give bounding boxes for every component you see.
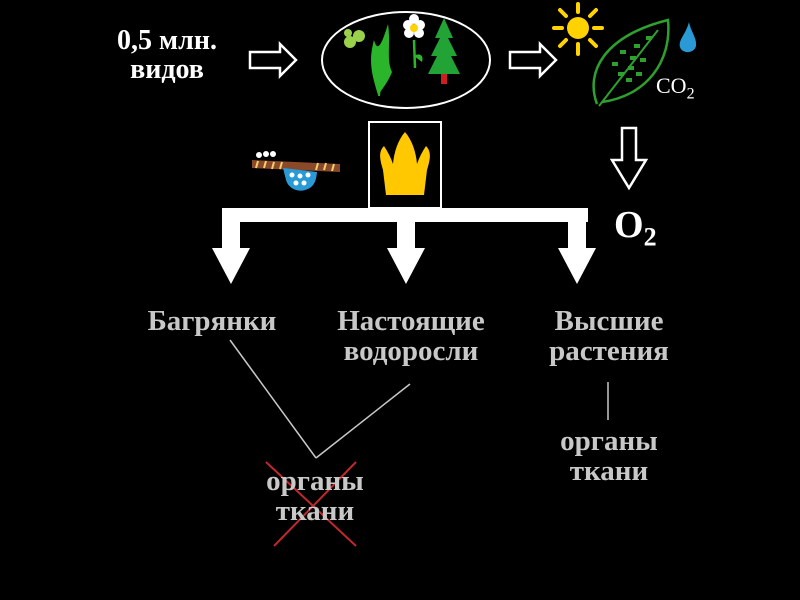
o2-label: O2 (614, 204, 657, 252)
organs-higher-label: органы ткани (534, 426, 684, 487)
arrow-right-1 (248, 40, 298, 80)
group-true-algae-line1: Настоящие (337, 305, 485, 337)
leaf-icon (592, 18, 670, 107)
arrow-right-2 (508, 40, 558, 80)
organs-crossed-line2: ткани (275, 495, 355, 528)
group-true-algae: Настоящие водоросли (316, 306, 506, 367)
group-red-algae-label: Багрянки (147, 305, 277, 337)
flower-icon (403, 14, 425, 69)
group-higher-plants-line2: растения (549, 335, 669, 368)
algae-oval-icon (321, 11, 491, 109)
group-higher-plants-line1: Высшие (554, 305, 664, 337)
connector-lines (229, 339, 609, 459)
group-true-algae-line2: водоросли (343, 335, 479, 368)
co2-label: CO2 (656, 74, 695, 103)
co2-main: CO (656, 73, 687, 98)
o2-main: O (614, 204, 644, 246)
crown-icon (368, 121, 442, 209)
arrow-down-o2 (609, 126, 649, 191)
organs-higher-line2: ткани (569, 455, 649, 488)
species-count-line1: 0,5 млн. (117, 25, 217, 56)
group-higher-plants: Высшие растения (524, 306, 694, 367)
sun-icon (552, 2, 604, 56)
species-count-label: 0,5 млн. видов (92, 26, 242, 85)
organs-higher-line1: органы (560, 425, 658, 457)
seaweed-raft-icon (252, 151, 340, 191)
water-drop-icon (679, 22, 697, 53)
cross-out-mark (265, 461, 357, 547)
species-count-line2: видов (130, 54, 204, 86)
group-red-algae: Багрянки (122, 305, 302, 337)
fir-tree-icon (428, 18, 460, 84)
branch-arrows (212, 208, 596, 284)
co2-sub: 2 (686, 85, 695, 103)
organs-crossed-label: органы ткани (240, 466, 390, 527)
organs-crossed-line1: органы (266, 465, 364, 497)
o2-sub: 2 (643, 222, 657, 252)
